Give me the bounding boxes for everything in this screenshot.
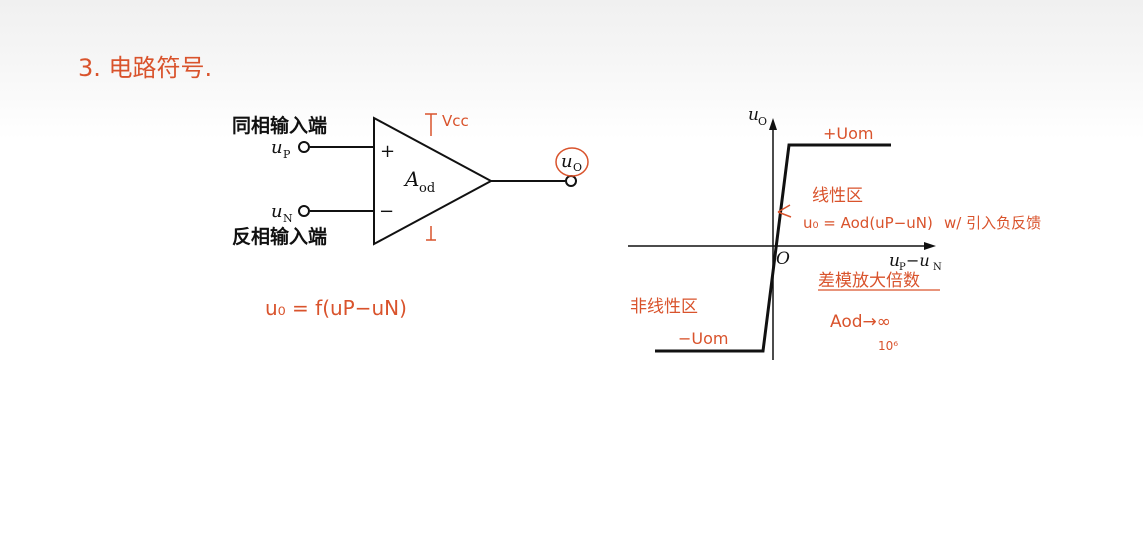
x-axis-label-u: u <box>889 251 900 271</box>
diff-gain-label: 差模放大倍数 <box>818 271 920 291</box>
nonlinear-region-label: 非线性区 <box>630 297 698 317</box>
opamp-symbol: + − A od u P u N 同相输入端 反相输入端 u O <box>232 114 589 248</box>
transfer-annotations: +Uom 线性区 u₀ = Aod(uP−uN) w/ 引入负反馈 差模放大倍数… <box>630 124 1041 353</box>
neg-saturation-label: −Uom <box>678 329 729 348</box>
origin-label: O <box>776 249 790 269</box>
pos-saturation-label: +Uom <box>823 124 874 143</box>
transfer-curve <box>655 143 891 353</box>
input-p-main: u <box>271 137 283 158</box>
supply-annotation: Vcc <box>425 112 469 241</box>
vcc-label: Vcc <box>442 112 469 130</box>
plus-sign: + <box>380 141 395 162</box>
inverting-input-label: 反相输入端 <box>232 225 327 248</box>
noninverting-terminal <box>298 141 310 153</box>
gain-main: A <box>403 167 419 191</box>
inverting-terminal <box>298 205 310 217</box>
x-axis-label-mid: −u <box>906 251 930 270</box>
feedback-note: w/ 引入负反馈 <box>944 214 1041 232</box>
output-sub: O <box>573 161 582 174</box>
linear-equation: u₀ = Aod(uP−uN) <box>803 214 933 232</box>
opamp-triangle <box>373 116 494 246</box>
aod-order: 10⁶ <box>878 339 898 353</box>
minus-sign: − <box>379 201 394 222</box>
relation-formula: u₀ = f(uP−uN) <box>265 296 407 320</box>
y-axis-label-sub: O <box>758 115 767 128</box>
aod-limit: Aod→∞ <box>830 312 891 332</box>
input-n-main: u <box>271 201 283 222</box>
linear-region-label: 线性区 <box>812 186 863 206</box>
x-axis-label-p: P <box>899 262 906 273</box>
y-axis-label-main: u <box>748 105 759 125</box>
y-axis-arrow <box>769 118 777 130</box>
input-n-sub: N <box>283 212 293 225</box>
linear-region-arrow <box>777 204 792 218</box>
noninverting-input-label: 同相输入端 <box>232 114 327 137</box>
input-p-sub: P <box>283 148 291 161</box>
transfer-characteristic: u O O u P −u N <box>628 105 942 360</box>
x-axis-arrow <box>924 242 936 250</box>
output-main: u <box>561 151 573 172</box>
output-annotation-circle <box>555 147 589 177</box>
x-axis-label-n: N <box>933 262 942 273</box>
slide-heading: 3. 电路符号. <box>78 54 212 82</box>
output-terminal <box>565 175 577 187</box>
gain-sub: od <box>419 181 435 196</box>
